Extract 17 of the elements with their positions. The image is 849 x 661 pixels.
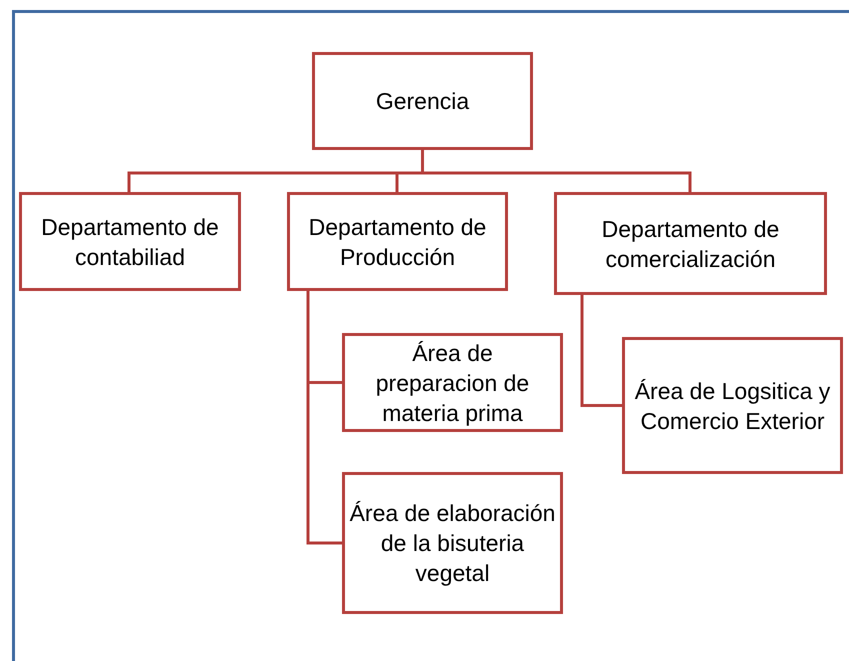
box-label: Gerencia	[376, 87, 470, 116]
connector-line	[580, 295, 622, 407]
connector-line	[421, 150, 692, 192]
org-box	[554, 192, 827, 295]
box-label: Departamento de Producción	[308, 212, 488, 272]
box-label: Departamento de contabiliad	[40, 212, 220, 272]
org-box	[287, 192, 508, 291]
org-box	[342, 472, 563, 614]
connector-line	[306, 291, 342, 544]
box-label: Área de preparacion de materia prima	[374, 338, 530, 428]
org-box	[19, 192, 241, 291]
org-box	[622, 337, 843, 474]
org-box	[342, 333, 563, 432]
box-label: Departamento de comercialización	[600, 214, 780, 274]
box-label: Área de Logsitica y Comercio Exterior	[634, 376, 832, 436]
org-box	[312, 52, 533, 150]
box-label: Área de elaboración de la bisuteria vegetal	[349, 499, 556, 588]
